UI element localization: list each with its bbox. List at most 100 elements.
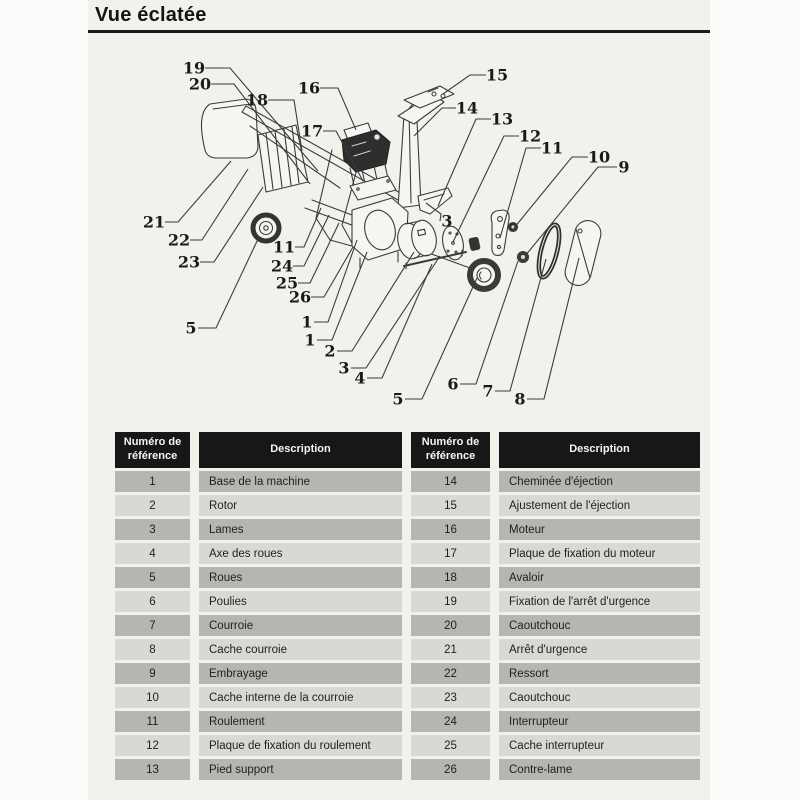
callout-line-2 — [337, 251, 415, 352]
belt — [536, 222, 562, 280]
table-header-row: Numéro de référence Description Numéro d… — [115, 432, 700, 468]
header-ref-right: Numéro de référence — [411, 432, 490, 468]
desc-cell: Cheminée d'éjection — [499, 471, 700, 492]
callout-label-6: 6 — [447, 375, 458, 394]
callout-label-20: 20 — [189, 75, 211, 94]
desc-cell: Poulies — [199, 591, 402, 612]
callout-label-3: 3 — [338, 359, 349, 378]
desc-cell: Moteur — [499, 519, 700, 540]
left-wheel — [250, 212, 282, 244]
callout-line-22 — [190, 168, 249, 241]
callout-line-6 — [460, 260, 519, 385]
desc-cell: Base de la machine — [199, 471, 402, 492]
ref-cell: 26 — [411, 759, 490, 780]
callout-label-16: 16 — [298, 79, 320, 98]
callout-label-26: 26 — [289, 288, 311, 307]
engine-mount-plate — [349, 175, 397, 201]
desc-cell: Caoutchouc — [499, 687, 700, 708]
callout-line-12 — [452, 135, 519, 243]
page-title: Vue éclatée — [95, 4, 207, 26]
ref-cell: 16 — [411, 519, 490, 540]
ref-cell: 10 — [115, 687, 190, 708]
exploded-view-diagram: 1920181617151413121110921222311242526511… — [143, 59, 630, 409]
header-desc-right: Description — [499, 432, 700, 468]
desc-cell: Caoutchouc — [499, 615, 700, 636]
callout-label-7: 7 — [482, 382, 493, 401]
callout-label-4: 4 — [354, 369, 365, 388]
callout-line-17 — [323, 130, 364, 182]
desc-cell: Plaque de fixation du roulement — [199, 735, 402, 756]
desc-cell: Axe des roues — [199, 543, 402, 564]
desc-cell: Roues — [199, 567, 402, 588]
ref-cell: 22 — [411, 663, 490, 684]
ref-cell: 1 — [115, 471, 190, 492]
desc-cell: Pied support — [199, 759, 402, 780]
desc-cell: Avaloir — [499, 567, 700, 588]
ref-cell: 3 — [115, 519, 190, 540]
callout-line-10 — [513, 156, 588, 229]
ref-cell: 14 — [411, 471, 490, 492]
ejection-adjuster — [403, 85, 455, 109]
engine — [341, 122, 391, 173]
right-wheel — [467, 258, 501, 292]
ref-cell: 9 — [115, 663, 190, 684]
callout-label-9: 9 — [618, 158, 629, 177]
callout-label-11: 11 — [541, 139, 563, 158]
callout-label-17: 17 — [301, 122, 323, 141]
callout-line-25 — [298, 222, 340, 284]
callout-label-2: 2 — [324, 342, 335, 361]
desc-cell: Contre-lame — [499, 759, 700, 780]
ref-cell: 5 — [115, 567, 190, 588]
callout-label-12: 12 — [519, 127, 541, 146]
ref-cell: 7 — [115, 615, 190, 636]
ref-cell: 24 — [411, 711, 490, 732]
callout-line-3 — [425, 202, 442, 222]
title-rule — [88, 30, 710, 33]
parts-table: Numéro de référence Description Numéro d… — [106, 429, 709, 783]
callout-label-14: 14 — [456, 99, 478, 118]
machine-drawing — [200, 85, 602, 292]
desc-cell: Cache courroie — [199, 639, 402, 660]
ref-cell: 2 — [115, 495, 190, 516]
callout-label-21: 21 — [143, 213, 165, 232]
callout-line-20 — [211, 83, 311, 185]
table-row: 1 Base de la machine 14 Cheminée d'éjection — [115, 471, 700, 492]
callout-label-23: 23 — [178, 253, 200, 272]
rubber-bushing — [468, 236, 481, 251]
callout-label-5: 5 — [185, 319, 196, 338]
callout-line-1 — [317, 251, 368, 341]
callout-line-15 — [442, 74, 486, 95]
ref-cell: 18 — [411, 567, 490, 588]
callout-line-4 — [367, 263, 433, 379]
callout-line-5 — [198, 236, 260, 329]
ref-cell: 20 — [411, 615, 490, 636]
callout-label-1: 1 — [301, 313, 312, 332]
ref-cell: 4 — [115, 543, 190, 564]
rotor-drum — [397, 219, 437, 260]
callout-label-15: 15 — [486, 66, 508, 85]
ref-cell: 21 — [411, 639, 490, 660]
callout-line-3 — [351, 255, 441, 369]
callout-line-16 — [320, 87, 357, 131]
callout-line-19 — [205, 67, 319, 172]
belt-cover — [564, 220, 602, 286]
ref-cell: 23 — [411, 687, 490, 708]
desc-cell: Embrayage — [199, 663, 402, 684]
desc-cell: Fixation de l'arrêt d'urgence — [499, 591, 700, 612]
desc-cell: Interrupteur — [499, 711, 700, 732]
callout-label-24: 24 — [271, 257, 293, 276]
desc-cell: Lames — [199, 519, 402, 540]
callout-line-13 — [437, 118, 491, 207]
rotor-housing — [329, 197, 409, 269]
callout-line-21 — [165, 160, 232, 223]
